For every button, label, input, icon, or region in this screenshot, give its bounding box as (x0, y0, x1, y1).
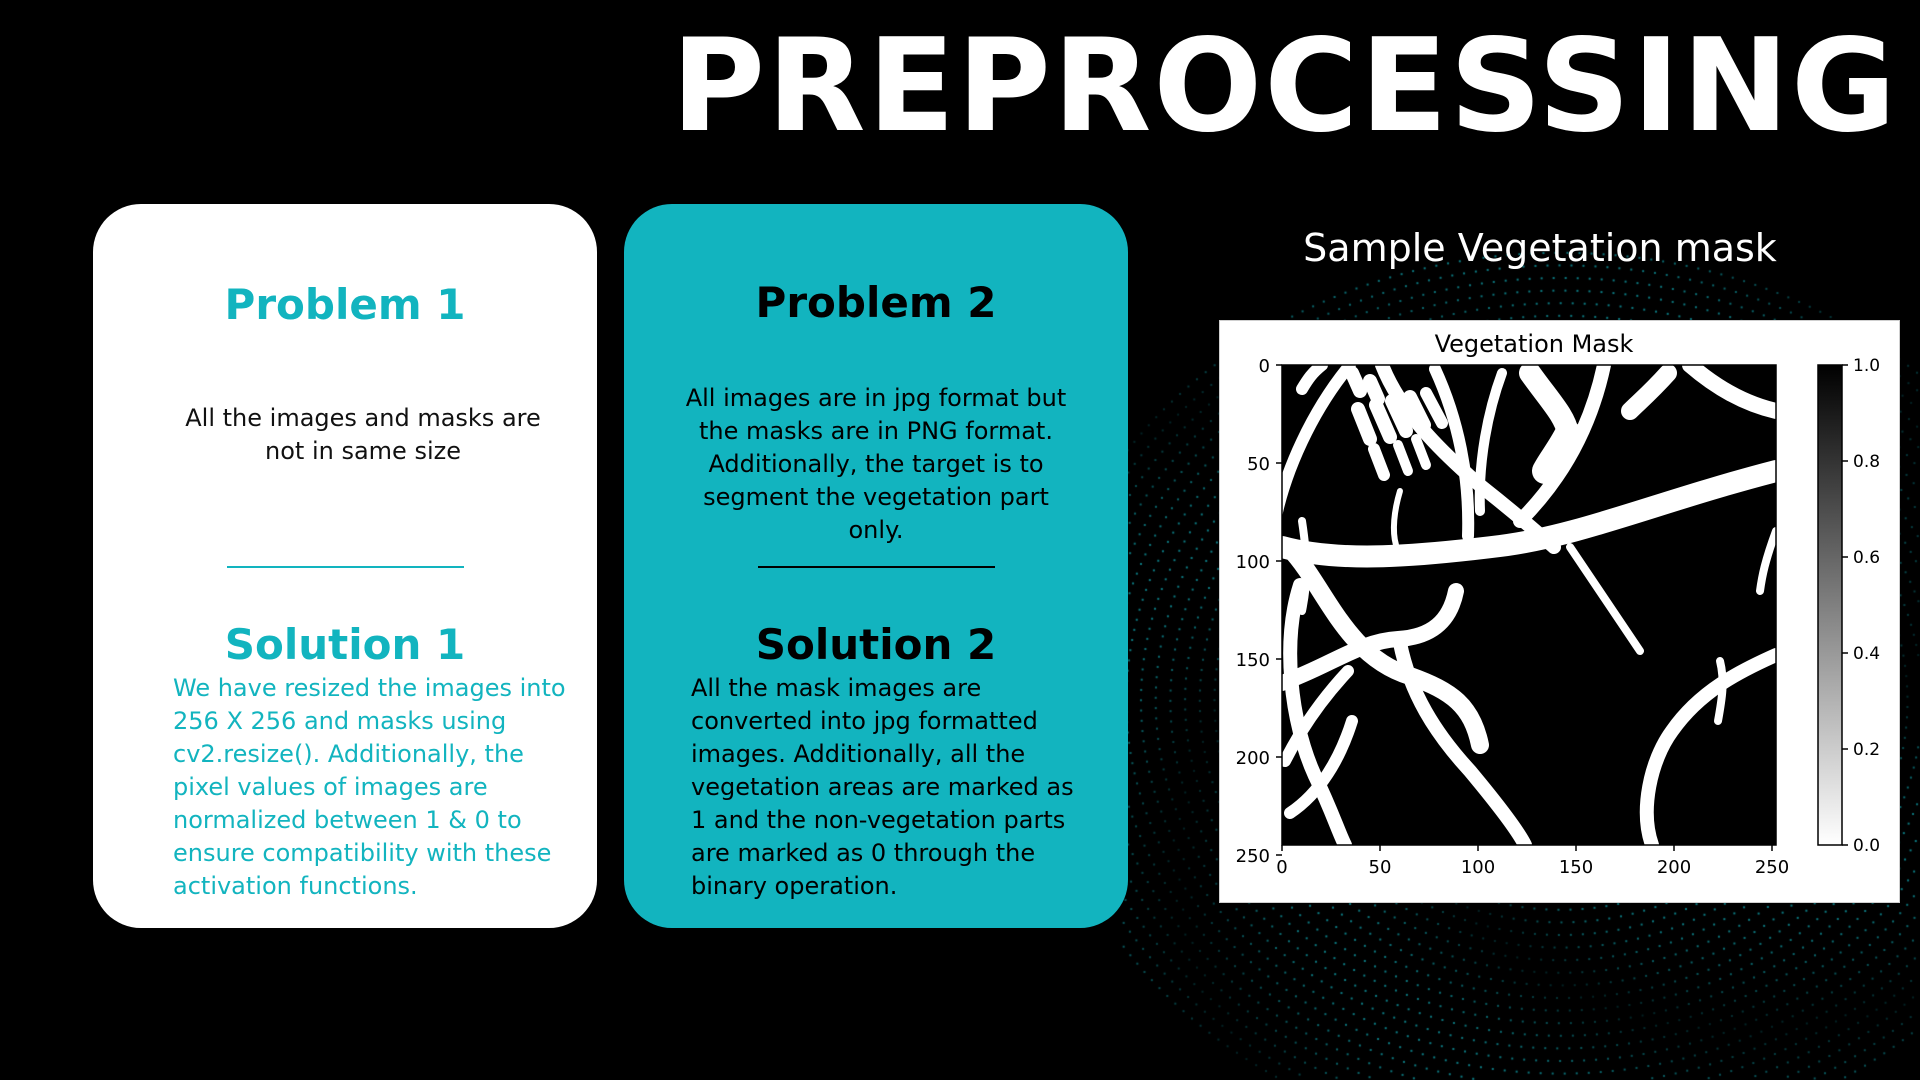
image-axes-frame (1281, 364, 1777, 846)
mask-image-background (1282, 365, 1776, 845)
colorbar (1817, 364, 1843, 846)
y-tick-100: 100 (1236, 552, 1270, 573)
x-tick-250: 250 (1755, 857, 1789, 878)
card-1-divider (227, 566, 464, 568)
y-tick-50: 50 (1247, 454, 1270, 475)
solution-2-heading: Solution 2 (755, 620, 997, 669)
plot-title: Vegetation Mask (1435, 330, 1634, 358)
x-tick-150: 150 (1559, 857, 1593, 878)
x-tick-0: 0 (1276, 857, 1287, 878)
card-2-divider (758, 566, 995, 568)
vegetation-mask-figure: Vegetation Mask (1219, 320, 1900, 903)
colorbar-tick-1-0: 1.0 (1853, 356, 1880, 376)
vegetation-regions (1282, 365, 1776, 845)
problem-solution-card-1: Problem 1 All the images and masks are n… (93, 204, 597, 928)
x-axis-tick-labels: 0 50 100 150 200 250 (1276, 857, 1789, 878)
y-tick-0: 0 (1259, 356, 1270, 377)
x-tick-50: 50 (1369, 857, 1392, 878)
x-tick-100: 100 (1461, 857, 1495, 878)
problem-1-text: All the images and masks are not in same… (185, 404, 541, 465)
colorbar-tick-0-0: 0.0 (1853, 836, 1880, 856)
colorbar-tick-0-8: 0.8 (1853, 452, 1880, 472)
x-tick-200: 200 (1657, 857, 1691, 878)
y-tick-250: 250 (1236, 846, 1270, 867)
colorbar-tick-0-4: 0.4 (1853, 644, 1880, 664)
y-axis-tick-marks (1276, 364, 1282, 856)
y-tick-150: 150 (1236, 650, 1270, 671)
solution-2-text: All the mask images are converted into j… (691, 674, 1074, 900)
colorbar-tick-0-6: 0.6 (1853, 548, 1880, 568)
figure-caption: Sample Vegetation mask (1303, 226, 1777, 270)
y-tick-200: 200 (1236, 748, 1270, 769)
slide-title: PREPROCESSING (671, 12, 1898, 161)
x-axis-tick-marks (1281, 845, 1773, 851)
solution-1-heading: Solution 1 (224, 620, 466, 669)
problem-2-heading: Problem 2 (755, 278, 997, 327)
solution-1-text: We have resized the images into 256 X 25… (173, 674, 566, 900)
problem-1-heading: Problem 1 (224, 280, 466, 329)
vegetation-mask-plot: Vegetation Mask (1236, 330, 1880, 878)
problem-2-text: All images are in jpg format but the mas… (685, 384, 1067, 544)
problem-solution-card-2: Problem 2 All images are in jpg format b… (624, 204, 1128, 928)
colorbar-tick-marks (1842, 364, 1848, 846)
colorbar-tick-0-2: 0.2 (1853, 740, 1880, 760)
y-axis-tick-labels: 0 50 100 150 200 250 (1236, 356, 1270, 867)
colorbar-tick-labels: 1.0 0.8 0.6 0.4 0.2 0.0 (1853, 356, 1880, 856)
